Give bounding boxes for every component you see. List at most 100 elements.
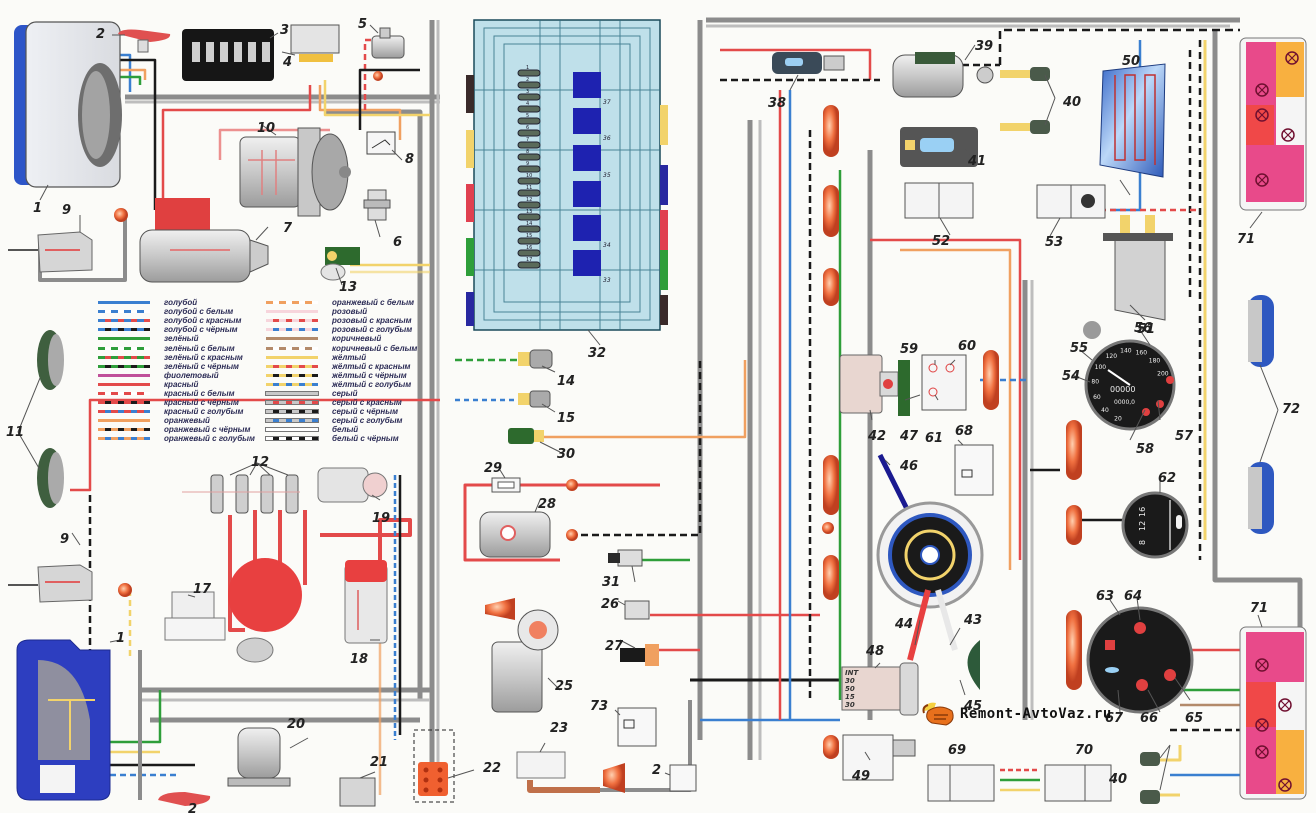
wire-swatch: [98, 337, 150, 341]
callout-30: 30: [557, 447, 576, 462]
callout-68: 68: [955, 424, 974, 439]
fuse-11: [517, 189, 541, 197]
relay-block: [573, 145, 601, 171]
fuse-5: [517, 117, 541, 125]
legend-label: фиолетовый: [164, 370, 219, 380]
spark-plugs: [182, 474, 300, 514]
fuse-number: 12: [526, 197, 532, 203]
ignition-terminal-labels: INT 30 50 15 30: [845, 669, 858, 709]
callout-18: 18: [350, 652, 369, 667]
callout-8: 8: [405, 152, 415, 167]
callout-52: 52: [932, 234, 951, 249]
callout-56: 56: [1134, 321, 1153, 336]
switch-26: [624, 600, 650, 620]
horn-bottom: [37, 448, 64, 508]
callout-73: 73: [590, 699, 609, 714]
wire-swatch: [266, 373, 318, 377]
wire-swatch: [98, 437, 150, 441]
callout-22: 22: [483, 761, 502, 776]
callout-46: 46: [900, 459, 919, 474]
wrench-hand-logo-icon: [922, 702, 954, 726]
callout-39: 39: [975, 39, 994, 54]
fuse-3: [517, 93, 541, 101]
idle-economizer-solenoid: [227, 727, 291, 787]
watermark[interactable]: Remont-AvtoVaz.ru: [920, 697, 1112, 731]
legend-label: серый с красным: [332, 398, 402, 408]
callout-2c: 2: [652, 763, 662, 778]
carburetor-limit-switch: [317, 467, 388, 503]
gauge-tick-label: 200: [1157, 371, 1169, 378]
relay-label-34: 34: [603, 242, 611, 249]
wire-swatch: [98, 428, 150, 432]
legend-label: белый с чёрным: [332, 434, 399, 444]
gauge-tick-label: 20: [1114, 415, 1122, 422]
switch-27: [620, 644, 659, 666]
plate-lamp-bottom: [1248, 462, 1274, 534]
harness-trunks: [125, 17, 1303, 790]
callout-3: 3: [280, 23, 290, 38]
headlamp-bottom: [16, 639, 111, 801]
fuse-4: [517, 105, 541, 113]
callout-15: 15: [557, 411, 576, 426]
callout-54: 54: [1062, 369, 1081, 384]
component-2-box: [669, 764, 697, 792]
callout-40a: 40: [1063, 95, 1082, 110]
legend-label: оранжевый: [164, 416, 210, 426]
relay-block: [573, 215, 601, 241]
windshield-washer-motor-bottom: [8, 564, 93, 603]
legend-label: голубой: [164, 298, 198, 308]
callout-2b: 2: [188, 802, 198, 813]
wire-swatch: [266, 391, 318, 395]
relay-label-36: 36: [603, 135, 611, 142]
bulb-cross: [1257, 85, 1267, 95]
legend-item: голубой: [98, 298, 266, 307]
gauge-tick-label: 100: [1095, 364, 1107, 371]
wire-swatch: [98, 410, 150, 414]
callout-65: 65: [1185, 711, 1204, 726]
callout-70: 70: [1075, 743, 1094, 758]
brake-fluid-level-sensor: [320, 247, 360, 281]
bulb-cross: [1280, 700, 1290, 710]
bulb-icon: [1255, 745, 1269, 759]
callout-71a: 71: [1237, 232, 1256, 247]
wire-swatch: [98, 310, 150, 314]
coolant-temperature-sensor: [363, 189, 391, 221]
callout-28: 28: [538, 497, 557, 512]
legend-label: коричневый с белым: [332, 343, 418, 353]
callout-11: 11: [6, 425, 25, 440]
colored-wires: [38, 28, 1260, 800]
legend-label: жёлтый с красным: [332, 361, 411, 371]
interrupter-relay: [516, 751, 566, 779]
fuse-15: [517, 237, 541, 245]
legend-item: серый с голубым: [266, 416, 434, 425]
legend-item: голубой с чёрным: [98, 325, 266, 334]
bulb-cross: [1257, 747, 1267, 757]
fuse-17: [517, 261, 541, 269]
legend-item: серый с красным: [266, 398, 434, 407]
callout-13: 13: [339, 280, 358, 295]
gauge-tick-label: 60: [1093, 394, 1101, 401]
callout-19: 19: [372, 511, 391, 526]
watermark-text: Remont-AvtoVaz.ru: [960, 706, 1112, 722]
heated-rear-window: [1099, 63, 1166, 178]
bulb-icon: [1255, 718, 1269, 732]
legend-item: красный с голубым: [98, 407, 266, 416]
sender-15: [518, 390, 551, 408]
steering-column-switch: [876, 453, 984, 661]
wire-swatch: [98, 391, 150, 395]
legend-item: розовый с голубым: [266, 325, 434, 334]
callout-60: 60: [958, 339, 977, 354]
legend-label: красный: [164, 379, 199, 389]
relay-block: [573, 250, 601, 276]
warning-lamp-cluster: [1086, 606, 1194, 714]
fuse-16: [517, 249, 541, 257]
inline-fuse: [491, 477, 521, 493]
callout-71b: 71: [1250, 601, 1269, 616]
oil-pressure-warning-switch: [366, 131, 396, 155]
legend-label: зелёный: [164, 334, 199, 344]
wire-swatch: [98, 319, 150, 323]
